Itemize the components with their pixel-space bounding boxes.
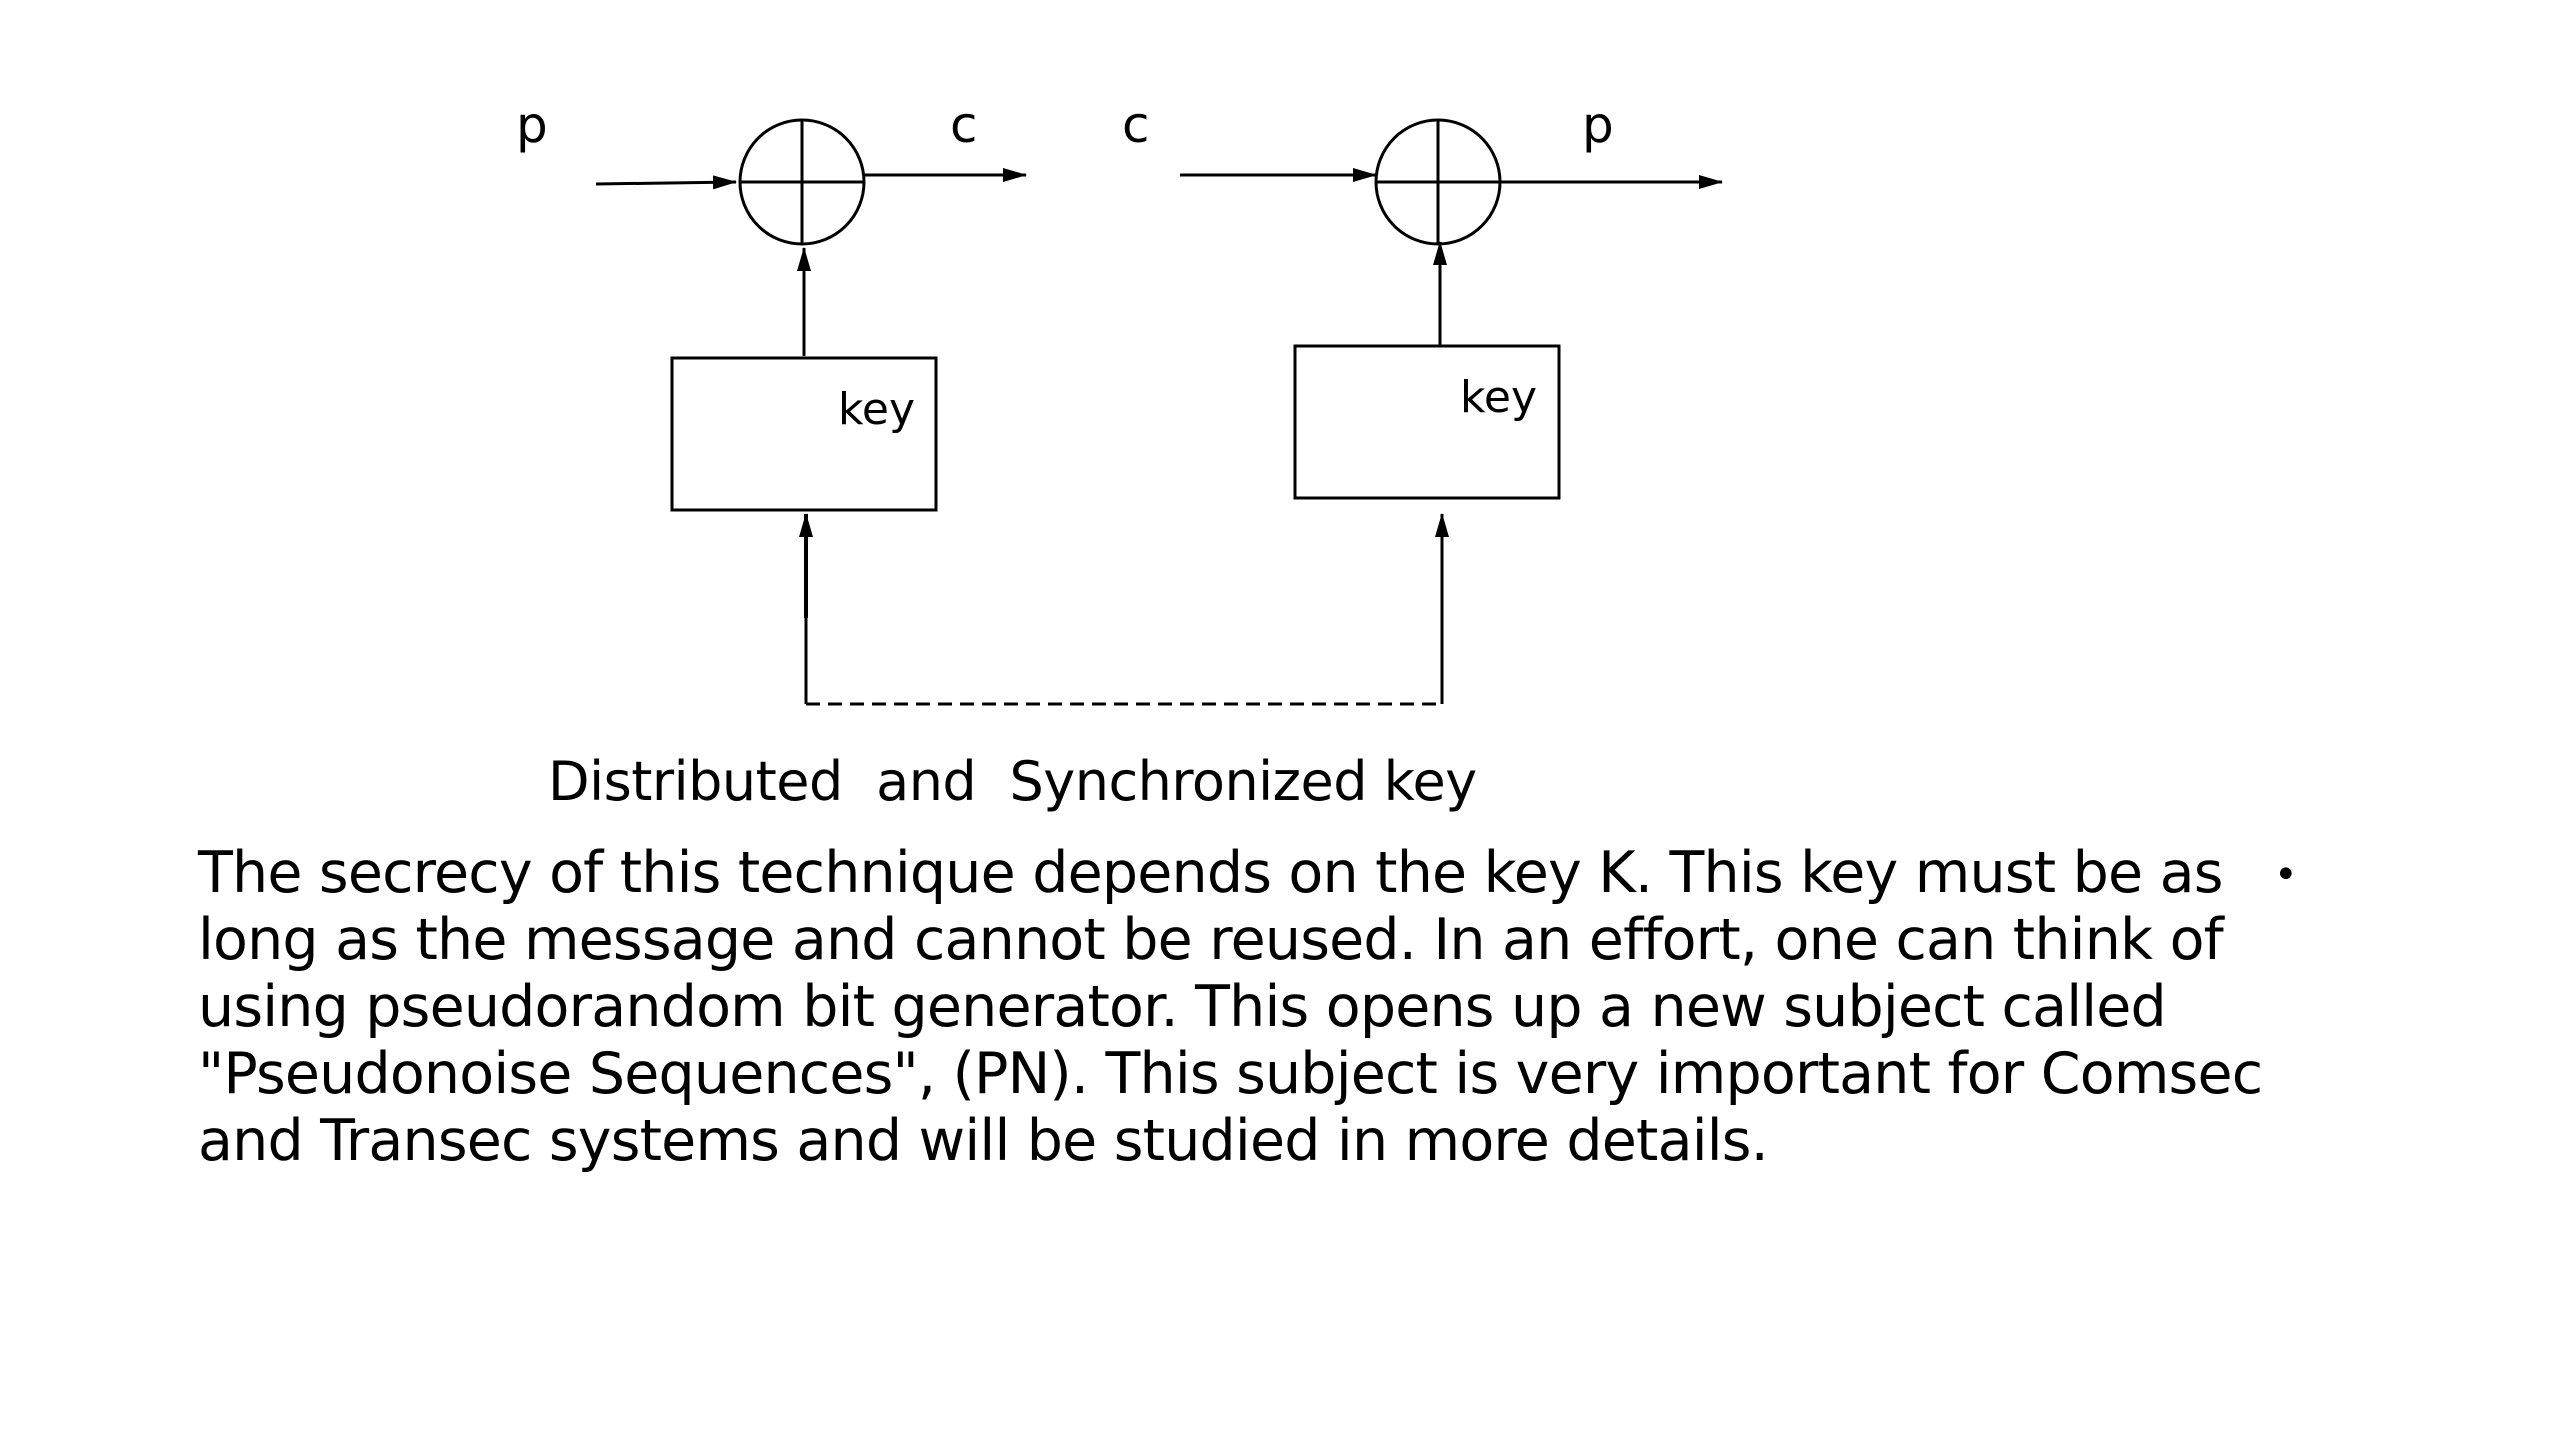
- paragraph-line: "Pseudonoise Sequences", (PN). This subj…: [198, 1041, 2263, 1107]
- encryptor: p c key: [516, 96, 1027, 618]
- paragraph-line: The secrecy of this technique depends on…: [198, 840, 2223, 906]
- decryptor-key-box: [1293, 344, 1561, 500]
- decryptor-xor-icon: [1374, 118, 1502, 246]
- bullet-icon: •: [2274, 852, 2298, 898]
- paragraph-line: and Transec systems and will be studied …: [198, 1108, 1769, 1174]
- body-paragraph: The secrecy of this technique depends on…: [198, 840, 2318, 1175]
- encryptor-ciphertext-label: c: [950, 96, 978, 154]
- encryptor-plaintext-label: p: [516, 96, 548, 154]
- decryptor: c p key: [1122, 96, 1723, 704]
- encryptor-key-label: key: [838, 384, 915, 435]
- paragraph-line: long as the message and cannot be reused…: [198, 907, 2224, 973]
- encryptor-input-arrow: [595, 175, 737, 190]
- decryptor-ciphertext-label: c: [1122, 96, 1150, 154]
- diagram-caption: Distributed and Synchronized key: [548, 750, 1477, 813]
- encryptor-xor-icon: [738, 118, 866, 246]
- key-sync-link: [804, 612, 1442, 706]
- paragraph-line: using pseudorandom bit generator. This o…: [198, 974, 2167, 1040]
- decryptor-key-label: key: [1460, 372, 1537, 423]
- decryptor-plaintext-label: p: [1582, 96, 1614, 154]
- encryptor-key-box: [670, 356, 938, 512]
